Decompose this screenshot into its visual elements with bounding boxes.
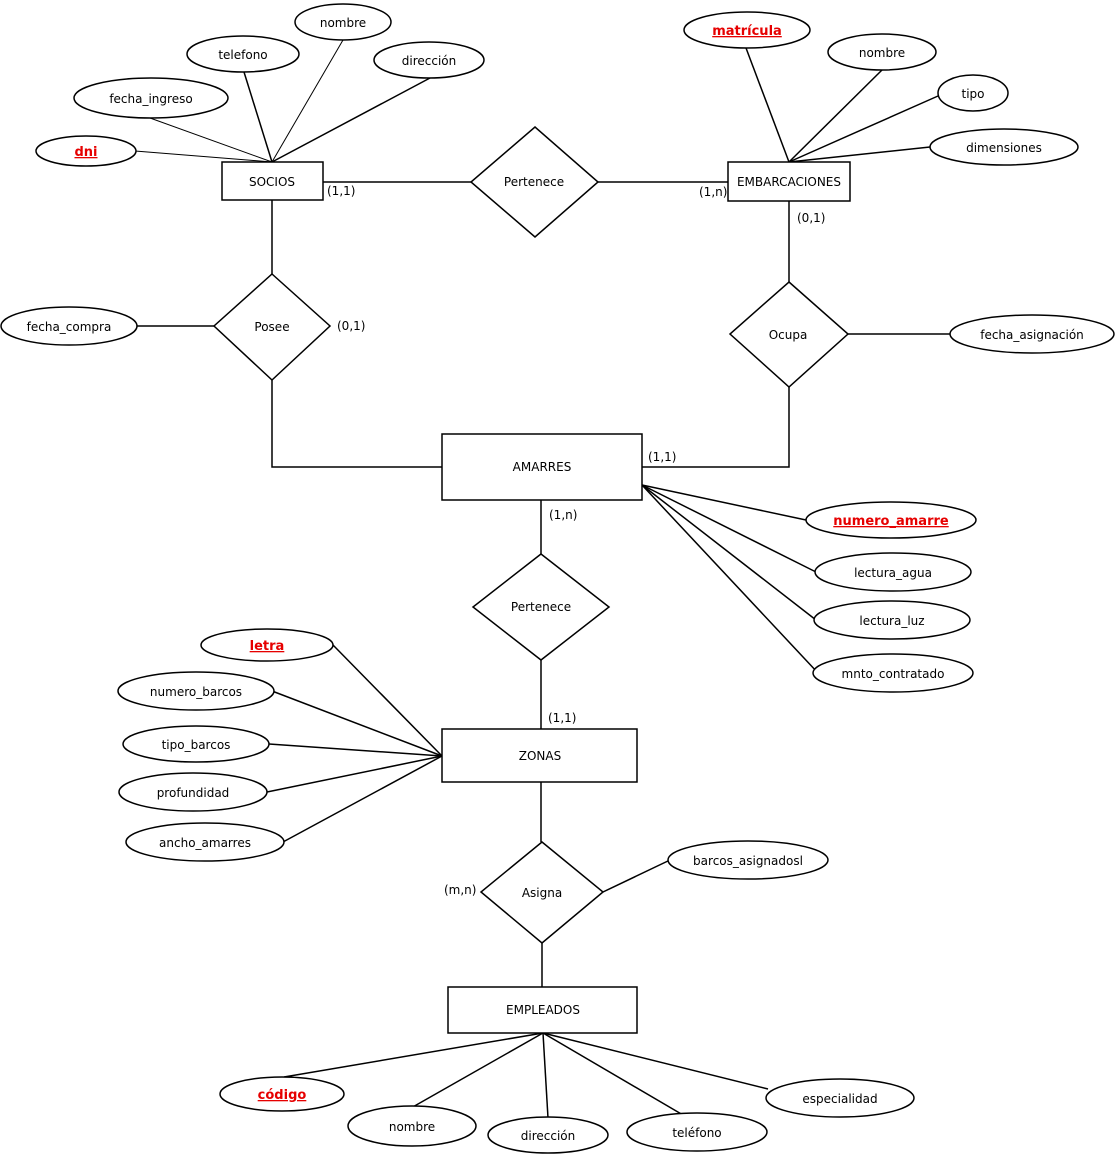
- attribute-socios-fecha-ingreso-label: fecha_ingreso: [109, 92, 192, 106]
- attribute-amarres-lectura-agua-label: lectura_agua: [854, 566, 932, 580]
- attribute-socios-telefono[interactable]: telefono: [186, 35, 300, 73]
- attribute-zonas-numero-barcos-label: numero_barcos: [150, 685, 242, 699]
- relationship-pertenece-amarres-zonas[interactable]: Pertenece: [471, 553, 611, 661]
- attribute-embarcaciones-nombre[interactable]: nombre: [827, 33, 937, 71]
- connectors: [134, 39, 950, 1119]
- attribute-amarres-lectura-luz-label: lectura_luz: [859, 614, 924, 628]
- cardinality-socios-pertenece: (1,1): [327, 184, 355, 198]
- attribute-socios-dni-label: dni: [74, 145, 97, 160]
- attribute-empleados-nombre-label: nombre: [389, 1120, 435, 1134]
- attribute-amarres-lectura-agua[interactable]: lectura_agua: [814, 552, 972, 592]
- attribute-zonas-numero-barcos[interactable]: numero_barcos: [117, 671, 275, 711]
- attribute-zonas-profundidad[interactable]: profundidad: [118, 772, 268, 812]
- attribute-socios-nombre-label: nombre: [320, 16, 366, 30]
- entity-zonas-label: ZONAS: [519, 749, 561, 763]
- attribute-socios-telefono-label: telefono: [218, 48, 267, 62]
- attribute-embarcaciones-tipo-label: tipo: [962, 87, 985, 101]
- attribute-embarcaciones-nombre-label: nombre: [859, 46, 905, 60]
- attribute-empleados-codigo[interactable]: código: [219, 1076, 345, 1112]
- attribute-embarcaciones-tipo[interactable]: tipo: [937, 74, 1009, 112]
- relationship-pertenece-socios-embarcaciones[interactable]: Pertenece: [469, 126, 600, 238]
- attribute-amarres-lectura-luz[interactable]: lectura_luz: [813, 600, 971, 640]
- entity-empleados-label: EMPLEADOS: [506, 1003, 580, 1017]
- cardinality-amarres-ocupa: (1,1): [648, 450, 676, 464]
- attribute-amarres-mnto-contratado-label: mnto_contratado: [842, 667, 945, 681]
- attribute-socios-direccion[interactable]: dirección: [373, 41, 485, 79]
- attribute-socios-fecha-ingreso[interactable]: fecha_ingreso: [73, 77, 229, 119]
- entity-embarcaciones-label: EMBARCACIONES: [737, 175, 841, 189]
- attribute-zonas-ancho-amarres[interactable]: ancho_amarres: [125, 822, 285, 862]
- attribute-empleados-direccion-label: dirección: [521, 1129, 575, 1143]
- entity-amarres-label: AMARRES: [513, 460, 572, 474]
- cardinality-embarcaciones-ocupa: (0,1): [797, 211, 825, 225]
- attribute-socios-dni[interactable]: dni: [35, 135, 137, 167]
- entity-amarres[interactable]: AMARRES: [441, 433, 643, 501]
- attribute-embarcaciones-matricula[interactable]: matrícula: [683, 11, 811, 49]
- attribute-asigna-barcos-asignados[interactable]: barcos_asignadosl: [667, 840, 829, 880]
- attribute-zonas-tipo-barcos-label: tipo_barcos: [162, 738, 231, 752]
- attribute-ocupa-fecha-asignacion[interactable]: fecha_asignación: [949, 314, 1115, 354]
- attribute-zonas-ancho-amarres-label: ancho_amarres: [159, 836, 251, 850]
- attribute-zonas-profundidad-label: profundidad: [157, 786, 230, 800]
- attribute-amarres-numero-amarre[interactable]: numero_amarre: [805, 501, 977, 539]
- attribute-zonas-tipo-barcos[interactable]: tipo_barcos: [122, 725, 270, 763]
- attribute-embarcaciones-matricula-label: matrícula: [712, 24, 782, 39]
- attribute-zonas-letra[interactable]: letra: [200, 628, 334, 662]
- cardinality-labels: (1,1) (1,n) (0,1) (0,1) (1,1) (1,n) (1,1…: [327, 184, 825, 897]
- entity-zonas[interactable]: ZONAS: [441, 728, 638, 783]
- attribute-posee-fecha-compra[interactable]: fecha_compra: [0, 306, 138, 346]
- attribute-empleados-telefono-label: teléfono: [672, 1126, 721, 1140]
- relationship-ocupa[interactable]: Ocupa: [728, 281, 850, 389]
- attribute-zonas-letra-label: letra: [250, 639, 285, 654]
- cardinality-socios-posee: (0,1): [337, 319, 365, 333]
- cardinality-embarcaciones-pertenece: (1,n): [699, 185, 727, 199]
- entity-socios[interactable]: SOCIOS: [221, 161, 324, 201]
- relationship-pertenece-top-label: Pertenece: [504, 175, 564, 189]
- attribute-asigna-barcos-asignados-label: barcos_asignadosl: [693, 854, 803, 868]
- attribute-amarres-mnto-contratado[interactable]: mnto_contratado: [812, 653, 974, 693]
- cardinality-zonas-asigna: (m,n): [444, 883, 476, 897]
- cardinality-amarres-pertenece: (1,n): [549, 508, 577, 522]
- attribute-socios-nombre[interactable]: nombre: [294, 3, 392, 41]
- relationship-posee[interactable]: Posee: [212, 272, 332, 382]
- attribute-empleados-nombre[interactable]: nombre: [347, 1105, 477, 1147]
- attribute-posee-fecha-compra-label: fecha_compra: [27, 320, 112, 334]
- attribute-embarcaciones-dimensiones[interactable]: dimensiones: [929, 128, 1079, 166]
- cardinality-zonas-pertenece: (1,1): [548, 711, 576, 725]
- relationship-posee-label: Posee: [254, 320, 289, 334]
- attribute-empleados-codigo-label: código: [258, 1088, 307, 1103]
- entity-empleados[interactable]: EMPLEADOS: [447, 986, 638, 1034]
- attribute-amarres-numero-amarre-label: numero_amarre: [833, 514, 949, 529]
- attribute-empleados-direccion[interactable]: dirección: [487, 1116, 609, 1154]
- attribute-embarcaciones-dimensiones-label: dimensiones: [966, 141, 1042, 155]
- entity-socios-label: SOCIOS: [249, 175, 295, 189]
- attribute-socios-direccion-label: dirección: [402, 54, 456, 68]
- entity-embarcaciones[interactable]: EMBARCACIONES: [727, 161, 851, 202]
- relationship-asigna[interactable]: Asigna: [479, 841, 605, 944]
- relationship-pertenece-mid-label: Pertenece: [511, 600, 571, 614]
- relationship-ocupa-label: Ocupa: [769, 328, 808, 342]
- attribute-empleados-telefono[interactable]: teléfono: [626, 1112, 768, 1152]
- relationship-asigna-label: Asigna: [522, 886, 562, 900]
- attribute-empleados-especialidad-label: especialidad: [802, 1092, 877, 1106]
- attribute-ocupa-fecha-asignacion-label: fecha_asignación: [980, 328, 1084, 342]
- attribute-empleados-especialidad[interactable]: especialidad: [765, 1078, 915, 1118]
